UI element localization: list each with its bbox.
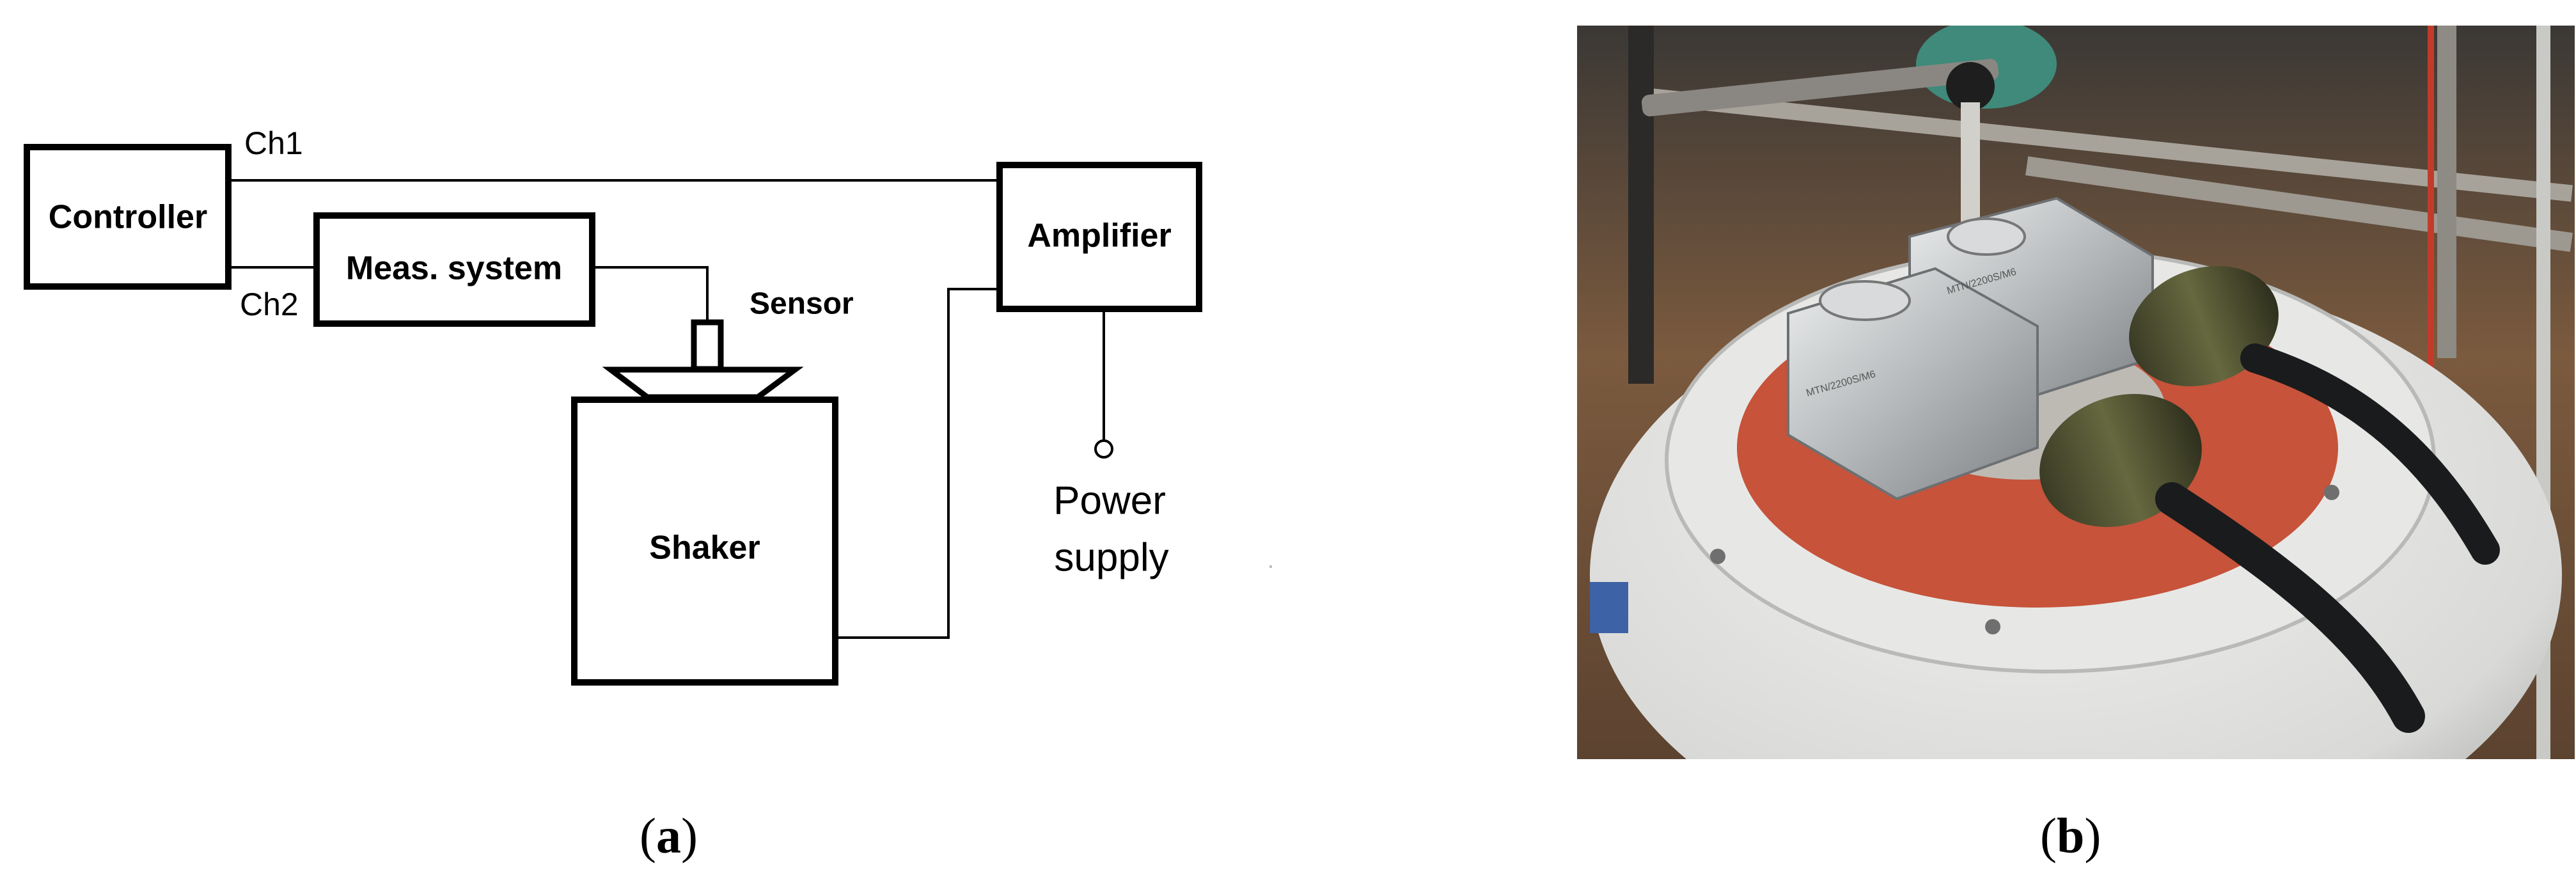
- photo-cable-front: [2155, 482, 2425, 733]
- power-terminal: [1094, 439, 1113, 459]
- photo-rail-top: [1642, 87, 2573, 202]
- photo-cable-back: [2240, 343, 2500, 565]
- photo-sensor-back-hole: [1947, 217, 2026, 256]
- photo-post-left: [1628, 26, 1654, 384]
- caption-b: (b): [2040, 808, 2101, 863]
- shaker-table: [602, 366, 804, 400]
- connection-lines: [228, 179, 1105, 639]
- shaker-label: Shaker: [649, 530, 760, 567]
- photo-sensor-front: [1787, 267, 2039, 501]
- photo-sensor-front-hole: [1819, 280, 1911, 321]
- ch2-label: Ch2: [240, 287, 299, 322]
- amplifier-to-shaker-line: [835, 288, 1000, 639]
- photo-screw-2: [1985, 619, 2000, 634]
- photo-rail-bottom: [2025, 156, 2573, 252]
- photo-screw-1: [1710, 549, 1725, 564]
- panel-b-photo: MTN/2200S/M6 MTN/2200S/M6: [1577, 26, 2575, 759]
- photo-pillar: [2428, 26, 2434, 384]
- speck: [1269, 565, 1272, 568]
- power-supply-line1: Power: [1053, 478, 1166, 523]
- photo-screw-3: [2324, 485, 2339, 500]
- controller-box: [24, 144, 232, 290]
- photo-post-right: [2437, 26, 2456, 358]
- photo-sticker: [1590, 582, 1628, 633]
- caption-b-letter: b: [2056, 808, 2085, 863]
- shaker-box: [571, 397, 838, 686]
- panel-a-diagram: Controller Meas. system Amplifier Sensor…: [24, 125, 1272, 686]
- sensor-shape: [691, 319, 724, 372]
- amplifier-box: [996, 162, 1202, 312]
- sensor-label: Sensor: [750, 287, 854, 321]
- meas-to-sensor-line: [592, 266, 709, 321]
- controller-label: Controller: [49, 199, 207, 236]
- ch1-label: Ch1: [244, 125, 303, 161]
- photo-clamp-rod: [1641, 59, 1999, 116]
- meas-system-box: [313, 212, 595, 327]
- amplifier-label: Amplifier: [1027, 217, 1171, 255]
- meas-system-label: Meas. system: [346, 250, 562, 287]
- caption-a: (a): [640, 808, 698, 863]
- power-supply-line2: supply: [1054, 535, 1168, 579]
- caption-a-letter: a: [656, 808, 681, 863]
- photo-clamp-knob: [1946, 62, 1995, 111]
